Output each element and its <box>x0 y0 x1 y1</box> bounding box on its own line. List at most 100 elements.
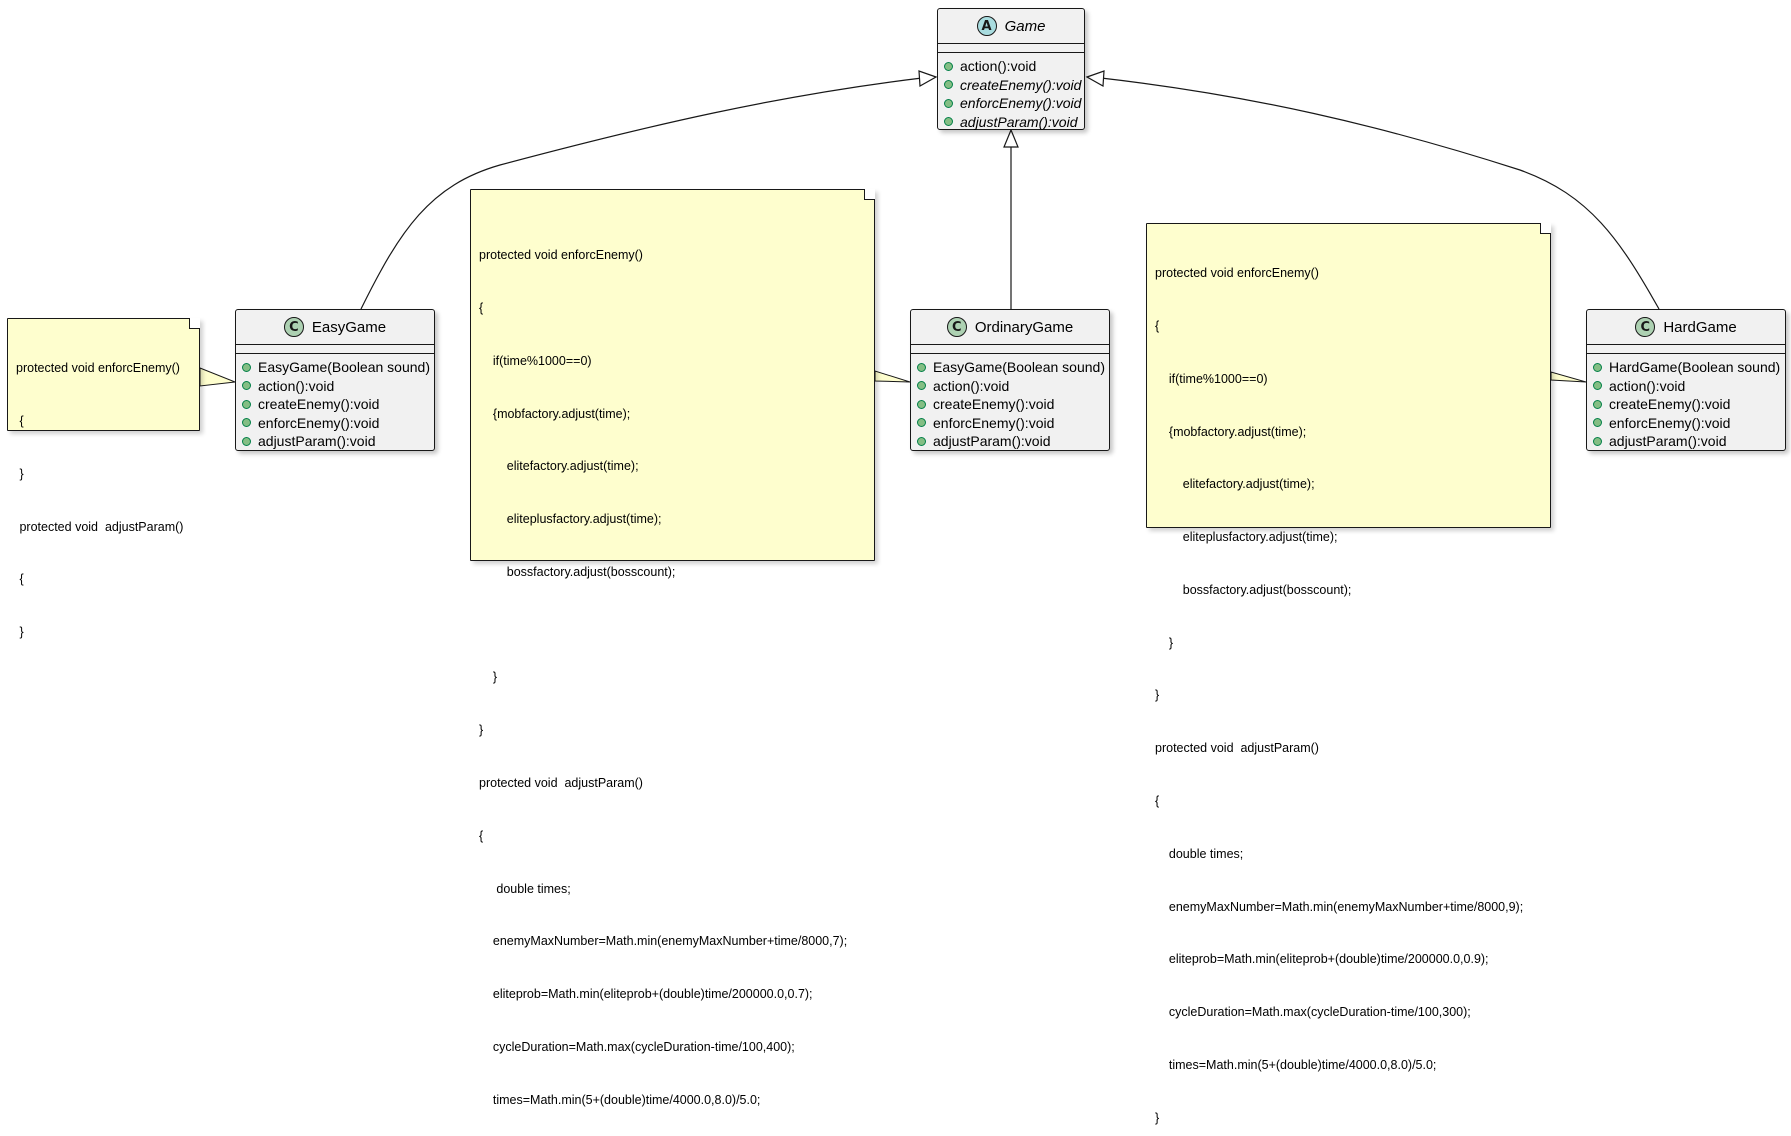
class-easygame-name: EasyGame <box>311 318 387 336</box>
method-row: adjustParam():void <box>938 113 1084 132</box>
class-icon: C <box>1635 317 1656 337</box>
method-row: enforcEnemy():void <box>938 94 1084 113</box>
class-game-fields <box>938 44 1084 53</box>
note-line: protected void adjustParam() <box>479 776 643 790</box>
abstract-class-icon: A <box>976 16 997 36</box>
method-row: adjustParam():void <box>236 432 434 451</box>
public-method-icon <box>242 436 251 446</box>
note-line: } <box>1155 635 1174 650</box>
note-line: eliteprob=Math.min(eliteprob+(double)tim… <box>479 987 813 1002</box>
relationship-edges <box>199 70 1660 387</box>
public-method-icon <box>242 399 251 409</box>
class-ordinarygame[interactable]: C OrdinaryGame EasyGame(Boolean sound) a… <box>910 309 1110 451</box>
class-icon: C <box>946 317 967 337</box>
class-hardgame[interactable]: C HardGame HardGame(Boolean sound) actio… <box>1586 309 1786 451</box>
class-easygame[interactable]: C EasyGame EasyGame(Boolean sound) actio… <box>235 309 435 451</box>
note-line: protected void adjustParam() <box>1155 741 1319 756</box>
note-line: } <box>16 466 24 481</box>
note-line: eliteplusfactory.adjust(time); <box>1155 530 1338 545</box>
note-line: enemyMaxNumber=Math.min(enemyMaxNumber+t… <box>1155 899 1524 914</box>
class-hardgame-fields <box>1587 345 1785 354</box>
note-line: { <box>1155 318 1160 333</box>
method-row: EasyGame(Boolean sound) <box>236 358 434 377</box>
method-row: createEnemy():void <box>911 395 1109 414</box>
public-method-icon <box>917 381 926 391</box>
note-line: } <box>1155 688 1160 703</box>
note-line: bossfactory.adjust(bosscount); <box>479 564 676 579</box>
method-row: EasyGame(Boolean sound) <box>911 358 1109 377</box>
method-row: HardGame(Boolean sound) <box>1587 358 1785 377</box>
method-row: enforcEnemy():void <box>236 414 434 433</box>
public-method-icon <box>242 418 251 428</box>
note-line: { <box>16 572 24 587</box>
method-row: action():void <box>911 377 1109 396</box>
note-line: double times; <box>479 881 571 896</box>
method-row: action():void <box>1587 377 1785 396</box>
note-line: { <box>1155 794 1160 808</box>
public-method-icon <box>944 80 953 90</box>
class-ordinarygame-name: OrdinaryGame <box>974 318 1074 336</box>
arrowhead-easygame <box>918 70 938 87</box>
public-method-icon <box>1593 399 1602 409</box>
note-line: protected void adjustParam() <box>16 519 184 534</box>
note-line: protected void enforcEnemy() <box>479 248 643 263</box>
note-connector-ordinary <box>874 370 911 383</box>
public-method-icon <box>944 98 953 108</box>
note-easygame[interactable]: protected void enforcEnemy() { } protect… <box>7 318 200 639</box>
class-easygame-methods: EasyGame(Boolean sound) action():void cr… <box>236 354 434 453</box>
public-method-icon <box>1593 436 1602 446</box>
class-hardgame-methods: HardGame(Boolean sound) action():void cr… <box>1587 354 1785 453</box>
public-method-icon <box>917 362 926 372</box>
method-row: createEnemy():void <box>236 395 434 414</box>
note-line: {mobfactory.adjust(time); <box>1155 424 1307 439</box>
note-line: } <box>16 625 24 640</box>
note-hardgame[interactable]: protected void enforcEnemy() { if(time%1… <box>1146 223 1551 1125</box>
note-line: protected void enforcEnemy() <box>1155 266 1319 281</box>
note-line: { <box>16 413 24 428</box>
note-line: protected void enforcEnemy() <box>16 361 180 376</box>
class-easygame-fields <box>236 345 434 354</box>
public-method-icon <box>242 362 251 372</box>
method-row: enforcEnemy():void <box>911 414 1109 433</box>
public-method-icon <box>944 117 953 127</box>
method-row: adjustParam():void <box>1587 432 1785 451</box>
note-line: if(time%1000==0) <box>1155 371 1268 386</box>
note-line: times=Math.min(5+(double)time/4000.0,8.0… <box>479 1092 761 1107</box>
note-line: times=Math.min(5+(double)time/4000.0,8.0… <box>1155 1057 1437 1072</box>
note-line: cycleDuration=Math.max(cycleDuration-tim… <box>479 1039 795 1054</box>
public-method-icon <box>917 436 926 446</box>
class-easygame-header: C EasyGame <box>236 310 434 345</box>
class-ordinarygame-header: C OrdinaryGame <box>911 310 1109 345</box>
note-line: elitefactory.adjust(time); <box>479 459 639 474</box>
class-game-name: Game <box>1004 17 1046 35</box>
note-line: {mobfactory.adjust(time); <box>479 406 631 421</box>
note-line: elitefactory.adjust(time); <box>1155 477 1315 492</box>
note-ordinarygame[interactable]: protected void enforcEnemy() { if(time%1… <box>470 189 875 1107</box>
class-game[interactable]: A Game action():void createEnemy():void … <box>937 8 1085 130</box>
method-row: adjustParam():void <box>911 432 1109 451</box>
note-line: if(time%1000==0) <box>479 353 592 368</box>
public-method-icon <box>917 399 926 409</box>
class-game-header: A Game <box>938 9 1084 44</box>
method-row: createEnemy():void <box>1587 395 1785 414</box>
public-method-icon <box>944 61 953 71</box>
note-line: cycleDuration=Math.max(cycleDuration-tim… <box>1155 1005 1471 1020</box>
public-method-icon <box>1593 381 1602 391</box>
method-row: action():void <box>236 377 434 396</box>
public-method-icon <box>242 381 251 391</box>
note-line: } <box>479 670 498 685</box>
class-ordinarygame-methods: EasyGame(Boolean sound) action():void cr… <box>911 354 1109 453</box>
method-row: action():void <box>938 57 1084 76</box>
public-method-icon <box>1593 418 1602 428</box>
class-hardgame-header: C HardGame <box>1587 310 1785 345</box>
note-connector-easy <box>199 367 236 387</box>
method-row: createEnemy():void <box>938 76 1084 95</box>
note-line <box>479 617 866 635</box>
class-hardgame-name: HardGame <box>1663 318 1737 336</box>
note-line: { <box>479 300 484 315</box>
note-line: bossfactory.adjust(bosscount); <box>1155 582 1352 597</box>
edge-hardgame-game <box>1100 77 1660 310</box>
arrowhead-ordinarygame <box>1003 128 1019 148</box>
note-line: double times; <box>1155 846 1244 861</box>
method-row: enforcEnemy():void <box>1587 414 1785 433</box>
